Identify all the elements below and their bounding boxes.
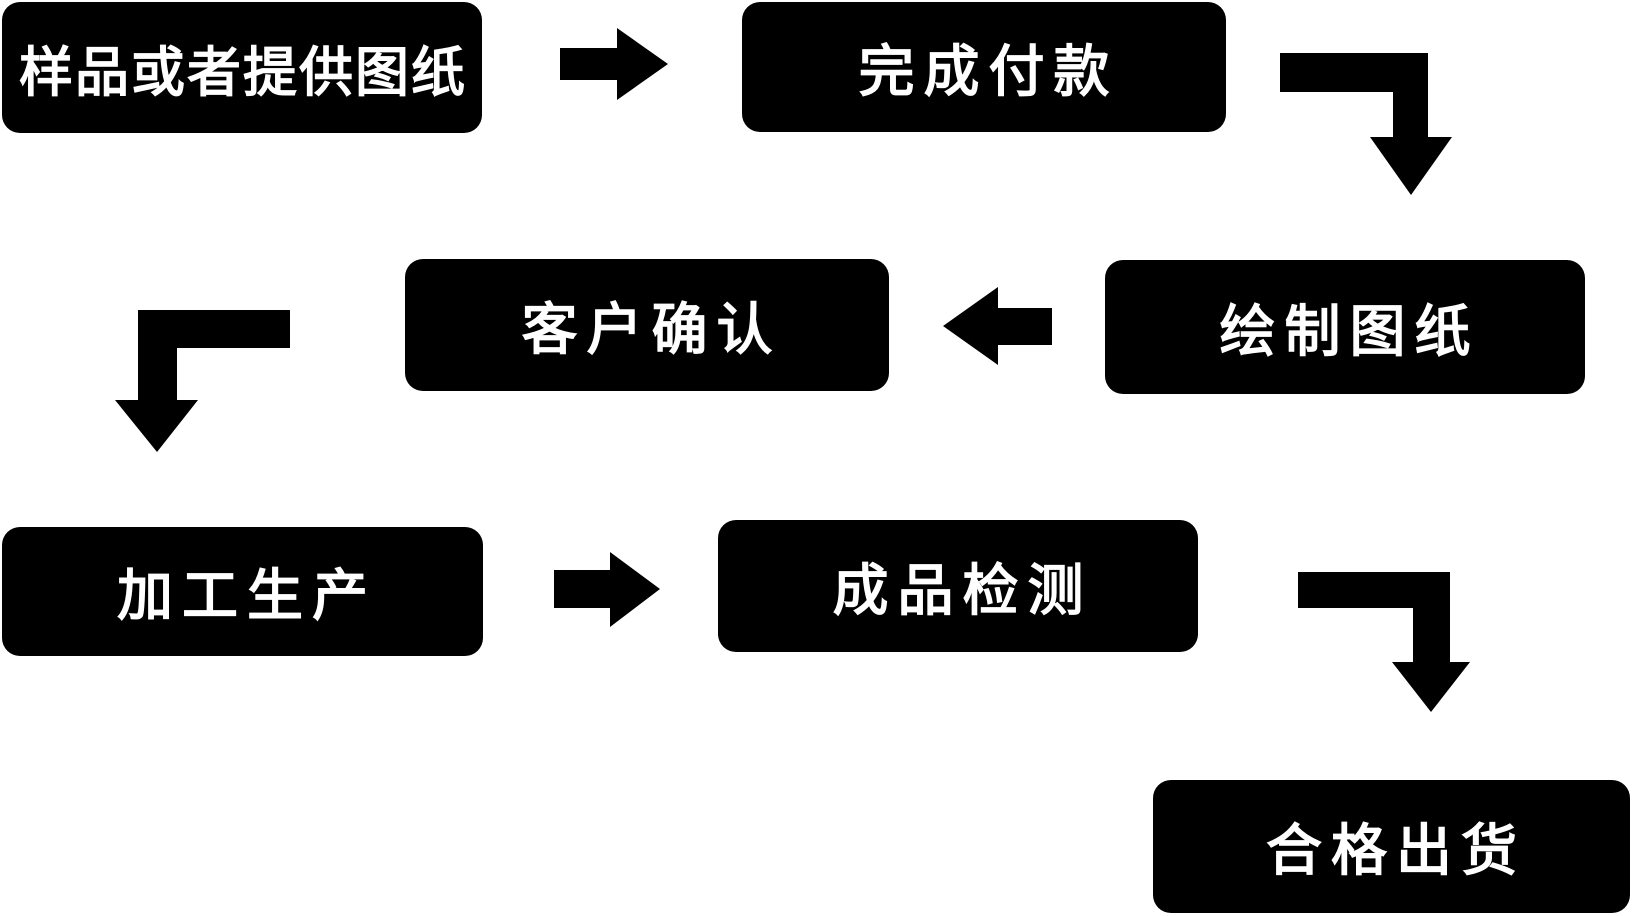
right-arrow-icon [560,28,668,100]
elbow-down-arrow-icon [115,310,290,452]
elbow-down-arrow-icon [1298,572,1470,712]
flow-step-qualified-shipment: 合格出货 [1153,780,1630,913]
flow-step-processing-production: 加工生产 [2,527,483,656]
right-arrow-icon [554,552,660,627]
flow-step-complete-payment: 完成付款 [742,2,1226,132]
flow-step-finished-product-inspection: 成品检测 [718,520,1198,652]
flow-step-customer-confirmation: 客户确认 [405,259,889,391]
left-arrow-icon [943,287,1052,365]
flow-step-sample-or-drawing: 样品或者提供图纸 [2,2,482,133]
elbow-down-arrow-icon [1280,53,1452,195]
flow-step-draw-drawings: 绘制图纸 [1105,260,1585,394]
